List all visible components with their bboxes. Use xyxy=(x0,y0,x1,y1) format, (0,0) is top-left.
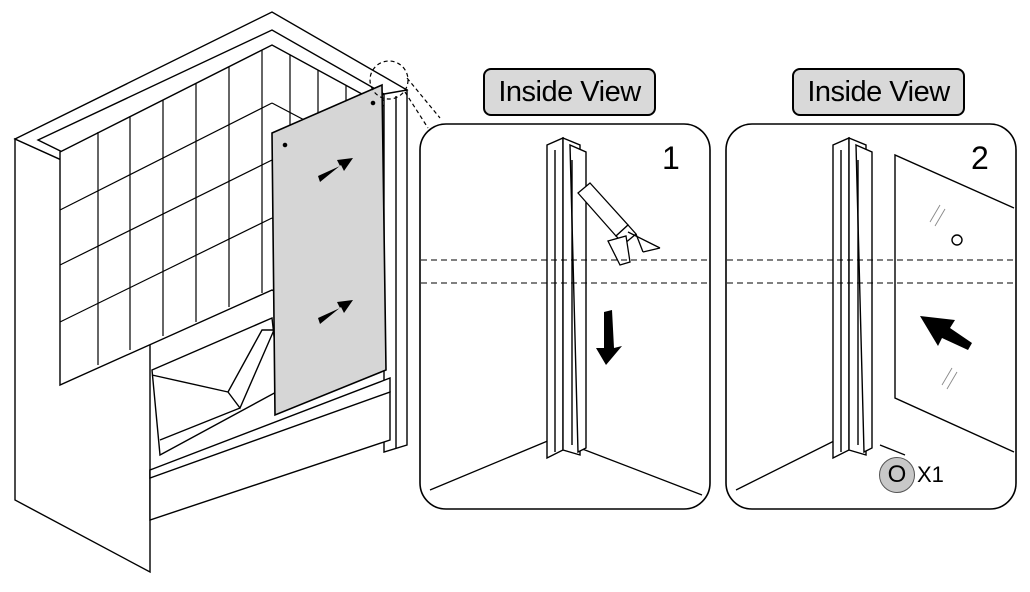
arrow-icon xyxy=(318,158,353,182)
part-symbol: O xyxy=(879,457,915,493)
hole-icon xyxy=(951,234,963,246)
detail-panel-2 xyxy=(725,123,1017,510)
push-arrows xyxy=(318,158,353,324)
step-number: 1 xyxy=(662,140,680,176)
detail-panel-1 xyxy=(419,123,711,510)
wall-profile xyxy=(546,136,587,460)
glass-panel xyxy=(894,153,1015,453)
bathtub-enclosure xyxy=(13,11,409,574)
view-label: Inside View xyxy=(792,68,965,116)
quantity-label: X1 xyxy=(917,462,944,487)
step-number: 2 xyxy=(971,140,989,176)
arrow-icon xyxy=(318,300,353,324)
tub-apron xyxy=(149,376,391,479)
glass-panel xyxy=(271,83,387,417)
caulking-gun-icon xyxy=(577,182,661,266)
arrow-left-icon xyxy=(920,316,972,350)
view-label: Inside View xyxy=(483,68,656,116)
detail-callout xyxy=(369,60,441,129)
arrow-down-icon xyxy=(596,310,622,365)
wall-profile xyxy=(832,136,873,460)
part-quantity: O X1 xyxy=(879,457,944,493)
